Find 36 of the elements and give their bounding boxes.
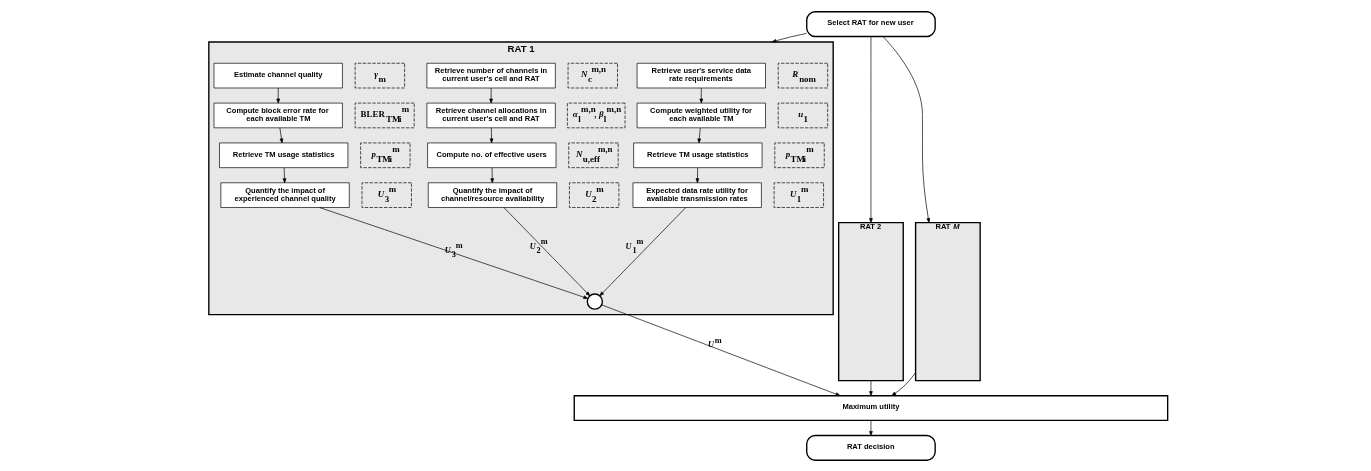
node-box: Quantify the impact of experienced channel quality (220, 181, 350, 208)
arrow (503, 206, 591, 296)
node-box: Compute weighted utility for each available TM (636, 102, 766, 128)
arrow (276, 87, 280, 103)
node-box: Retrieve user's service data rate requirements (636, 62, 766, 88)
node-box: Quantify the impact of channel/resource availability (427, 181, 558, 208)
arrow (282, 166, 287, 183)
node-box: Compute block error rate for each available TM (213, 102, 343, 128)
node-box: Retrieve channel allocations in current user's cell and RAT (426, 102, 556, 128)
arrow (489, 87, 493, 103)
arrow (601, 304, 841, 396)
arrow (891, 371, 916, 396)
node-box: Retrieve TM usage statistics (633, 142, 763, 168)
arrow (490, 166, 494, 183)
node-box: RAT M (914, 221, 981, 381)
arrow (489, 127, 494, 143)
arrow (882, 35, 931, 223)
node-box: Select RAT for new user (806, 10, 936, 37)
node-box: RAT decision (806, 434, 936, 461)
arrow (869, 380, 873, 396)
arrow (695, 166, 700, 183)
node-box: Expected data rate utility for available transmission rates (632, 181, 762, 208)
arrow (319, 206, 589, 299)
arrow (279, 127, 284, 143)
node-box: Estimate channel quality (213, 62, 343, 88)
arrow (771, 32, 807, 42)
node-box: Maximum utility (573, 394, 1169, 421)
node-box: Compute no. of effective users (427, 142, 557, 168)
arrow (869, 419, 873, 436)
node-box: Retrieve TM usage statistics (219, 142, 349, 168)
node-box: RAT 2 (837, 221, 904, 381)
arrow (599, 206, 686, 296)
node-box: Retrieve number of channels in current user's cell and RAT (426, 62, 556, 88)
arrow (697, 127, 702, 143)
arrow (699, 87, 704, 103)
arrow (869, 35, 873, 223)
